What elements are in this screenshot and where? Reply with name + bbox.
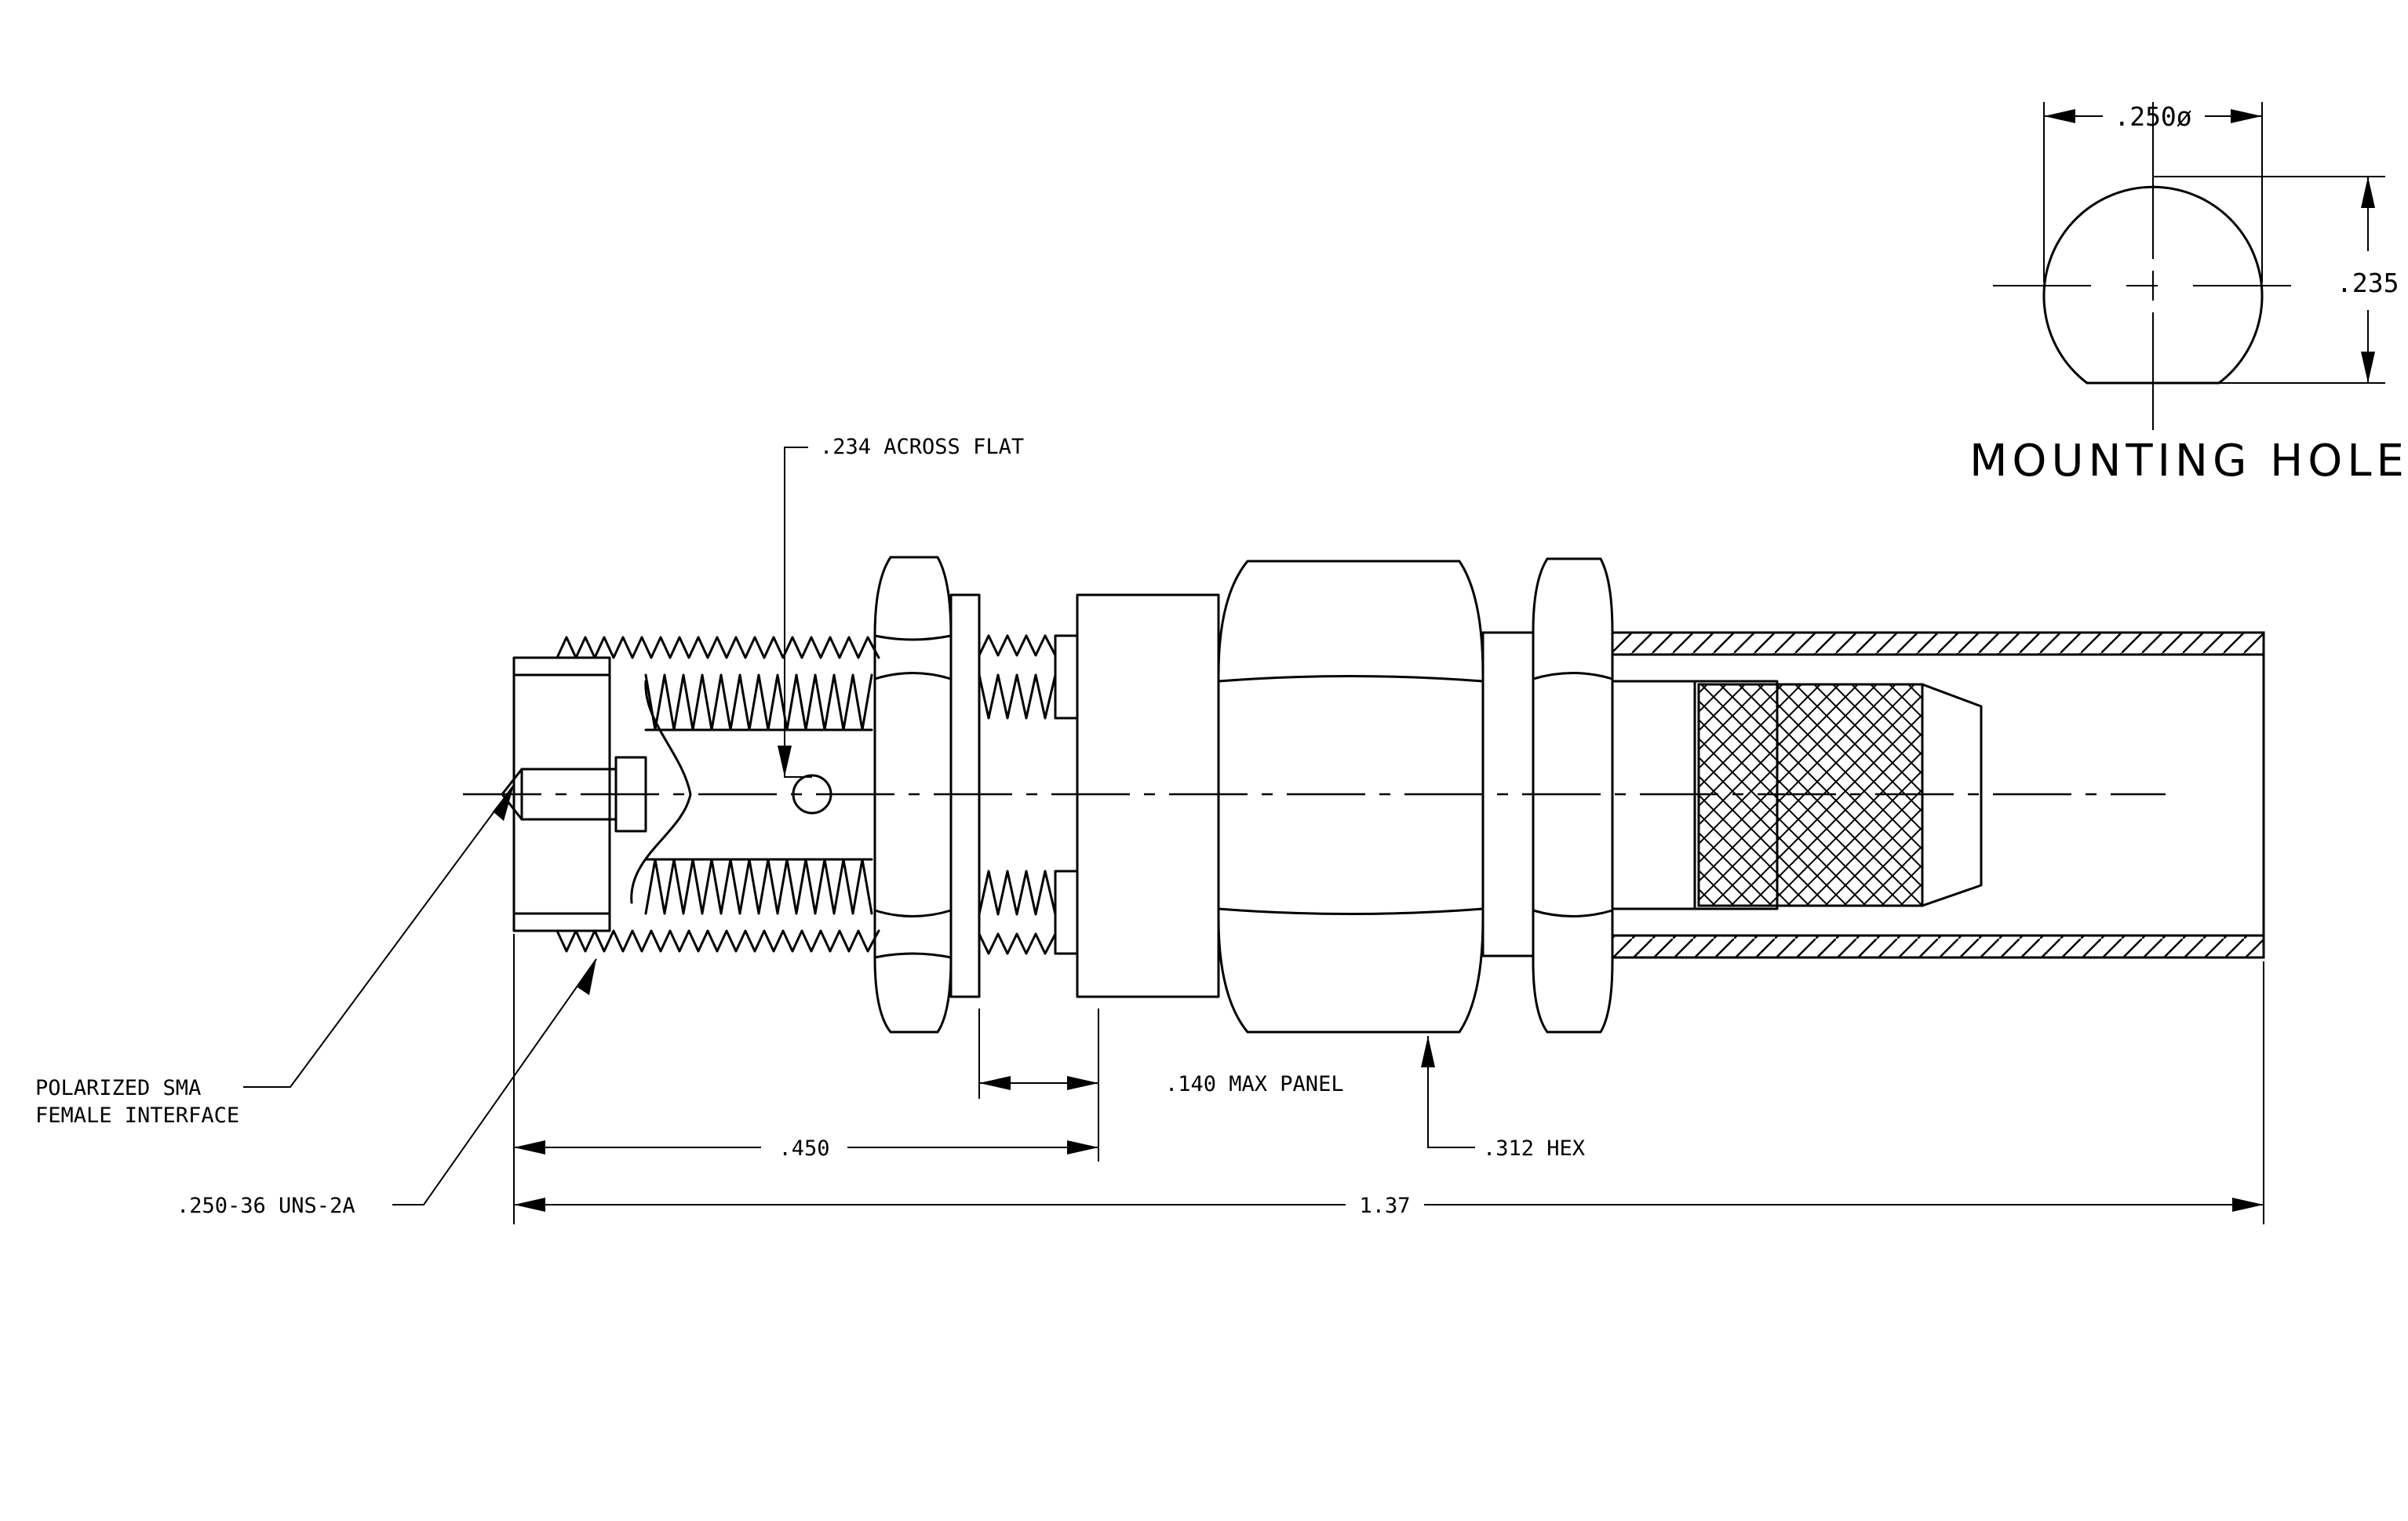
dimensions: .234 ACROSS FLAT POLARIZED SMA FEMALE IN… [35, 435, 2264, 1224]
cable-jacket-bottom [1611, 934, 2265, 959]
mounting-hole-title: MOUNTING HOLE [1969, 436, 2408, 487]
mounting-hole-outline [2042, 185, 2264, 385]
main-hex [1217, 560, 1485, 1034]
across-flat-label: .234 ACROSS FLAT [820, 435, 1024, 459]
thread-spec-label: .250-36 UNS-2A [177, 1194, 355, 1218]
mounting-hole-view: .250ø .235 MOUNTING HOLE [1969, 101, 2408, 487]
hole-height-label: .235 [2337, 268, 2399, 298]
panel-nut [873, 556, 953, 1034]
body-flange [1076, 593, 1220, 998]
overall-length-label: 1.37 [1359, 1194, 1410, 1218]
hole-diameter-label: .250ø [2114, 101, 2191, 132]
section-break-line [630, 680, 692, 904]
thread-top [556, 636, 880, 659]
rear-nut [1532, 557, 1614, 1034]
interface-label-line2: FEMALE INTERFACE [35, 1103, 239, 1128]
thread-length-label: .450 [778, 1136, 829, 1161]
interface-label-line1: POLARIZED SMA [35, 1076, 201, 1100]
lock-washer [949, 593, 981, 998]
max-panel-label: .140 MAX PANEL [1165, 1072, 1344, 1096]
thread-bottom [556, 929, 880, 953]
cable-jacket-top [1611, 631, 2265, 656]
hex-size-label: .312 HEX [1483, 1136, 1585, 1161]
